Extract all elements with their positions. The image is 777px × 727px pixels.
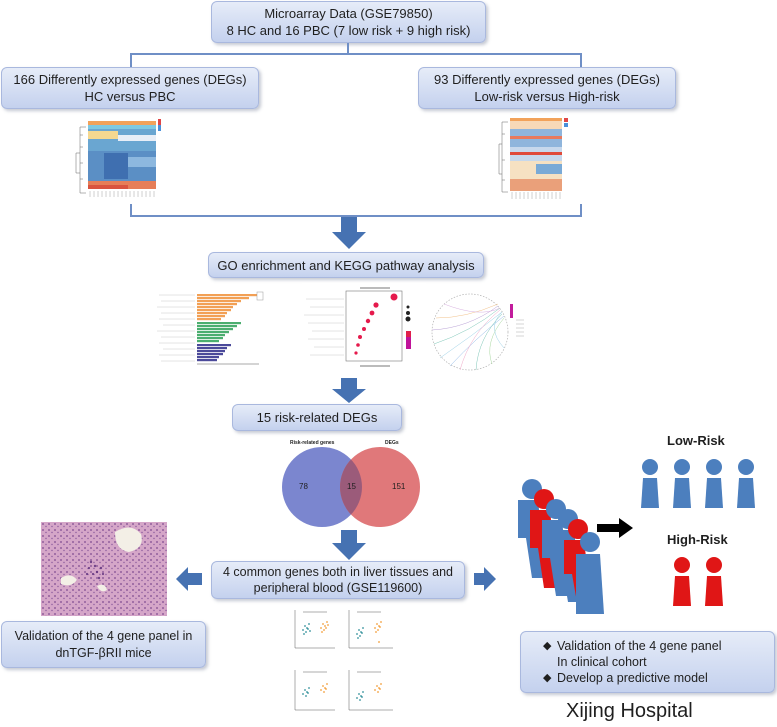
deg-low-vs-high-count: 93 Differently expressed genes (DEGs): [434, 72, 660, 87]
classification-arrow: [597, 518, 633, 538]
venn-diagram: [282, 447, 420, 527]
risk-related-degs-box: 15 risk-related DEGs: [232, 404, 402, 431]
clinical-item-2-text: Develop a predictive model: [557, 671, 708, 685]
venn-right-only-count: 151: [392, 482, 406, 491]
clinical-item-1-text-2: In clinical cohort: [557, 655, 647, 669]
mice-validation-line1: Validation of the 4 gene panel in: [14, 628, 193, 643]
connector-top-right-drop: [580, 53, 582, 67]
microarray-cohort: 8 HC and 16 PBC (7 low risk + 9 high ris…: [226, 23, 471, 38]
right-arrow: [474, 567, 496, 591]
heatmap-low-vs-high: [498, 118, 568, 199]
venn-circle-degs: [340, 447, 420, 527]
low-risk-group: [641, 459, 755, 508]
deg-low-vs-high-box: 93 Differently expressed genes (DEGs) Lo…: [418, 67, 676, 109]
go-barplot-thumbnail: [153, 286, 271, 370]
connector-top-stem: [347, 43, 349, 54]
venn-circle-risk-related: [282, 447, 362, 527]
down-arrow-1: [332, 217, 366, 249]
liver-histology-image: [41, 522, 167, 616]
mice-validation-box: Validation of the 4 gene panel in dnTGF-…: [1, 621, 206, 668]
clinical-item-2: ◆ Develop a predictive model: [543, 670, 708, 686]
connector-top-left-drop: [130, 53, 132, 67]
patient-figure: [576, 532, 604, 614]
deg-hc-vs-pbc-comparison: HC versus PBC: [84, 89, 176, 104]
mice-validation-line2: dnTGF-βRII mice: [55, 645, 152, 660]
down-arrow-3: [332, 530, 366, 560]
deg-hc-vs-pbc-box: 166 Differently expressed genes (DEGs) H…: [1, 67, 259, 109]
deg-hc-vs-pbc-count: 166 Differently expressed genes (DEGs): [13, 72, 247, 87]
venn-right-title: DEGs: [385, 440, 399, 446]
gene-expression-dotplots: [294, 610, 393, 711]
down-arrow-2: [332, 378, 366, 403]
clinical-item-1-text: Validation of the 4 gene panel: [557, 639, 722, 653]
hospital-label: Xijing Hospital: [566, 700, 693, 722]
connector-merge-right: [580, 204, 582, 216]
venn-left-title: Risk-related genes: [290, 440, 335, 446]
heatmap-hc-vs-pbc: [75, 119, 161, 197]
risk-related-degs-label: 15 risk-related DEGs: [256, 410, 378, 425]
diamond-bullet-icon: ◆: [543, 640, 552, 652]
left-arrow: [176, 567, 202, 591]
connector-merge-horizontal: [130, 215, 582, 217]
connector-top-horizontal: [130, 53, 582, 55]
clinical-item-1-continued: In clinical cohort: [543, 654, 647, 670]
microarray-data-box: Microarray Data (GSE79850) 8 HC and 16 P…: [211, 1, 486, 43]
diamond-bullet-icon: ◆: [543, 672, 552, 684]
clinical-item-1: ◆ Validation of the 4 gene panel: [543, 638, 721, 654]
high-risk-label: High-Risk: [667, 532, 728, 547]
common-genes-box: 4 common genes both in liver tissues and…: [211, 561, 465, 599]
clinical-validation-box: ◆ Validation of the 4 gene panel In clin…: [520, 631, 775, 693]
go-kegg-box: GO enrichment and KEGG pathway analysis: [208, 252, 484, 278]
venn-left-only-count: 78: [299, 482, 308, 491]
high-risk-group: [673, 557, 723, 606]
microarray-title: Microarray Data (GSE79850): [264, 6, 433, 21]
go-kegg-label: GO enrichment and KEGG pathway analysis: [217, 257, 475, 273]
kegg-dotplot-thumbnail: [302, 283, 426, 373]
common-genes-line2: peripheral blood (GSE119600): [253, 581, 423, 595]
low-risk-label: Low-Risk: [667, 433, 725, 448]
connector-merge-left: [130, 204, 132, 216]
deg-low-vs-high-comparison: Low-risk versus High-risk: [474, 89, 620, 104]
venn-overlap-count: 15: [347, 482, 356, 491]
patient-crowd: [518, 479, 604, 614]
gene-chord-diagram-thumbnail: [431, 293, 524, 371]
common-genes-line1: 4 common genes both in liver tissues and: [223, 565, 453, 579]
